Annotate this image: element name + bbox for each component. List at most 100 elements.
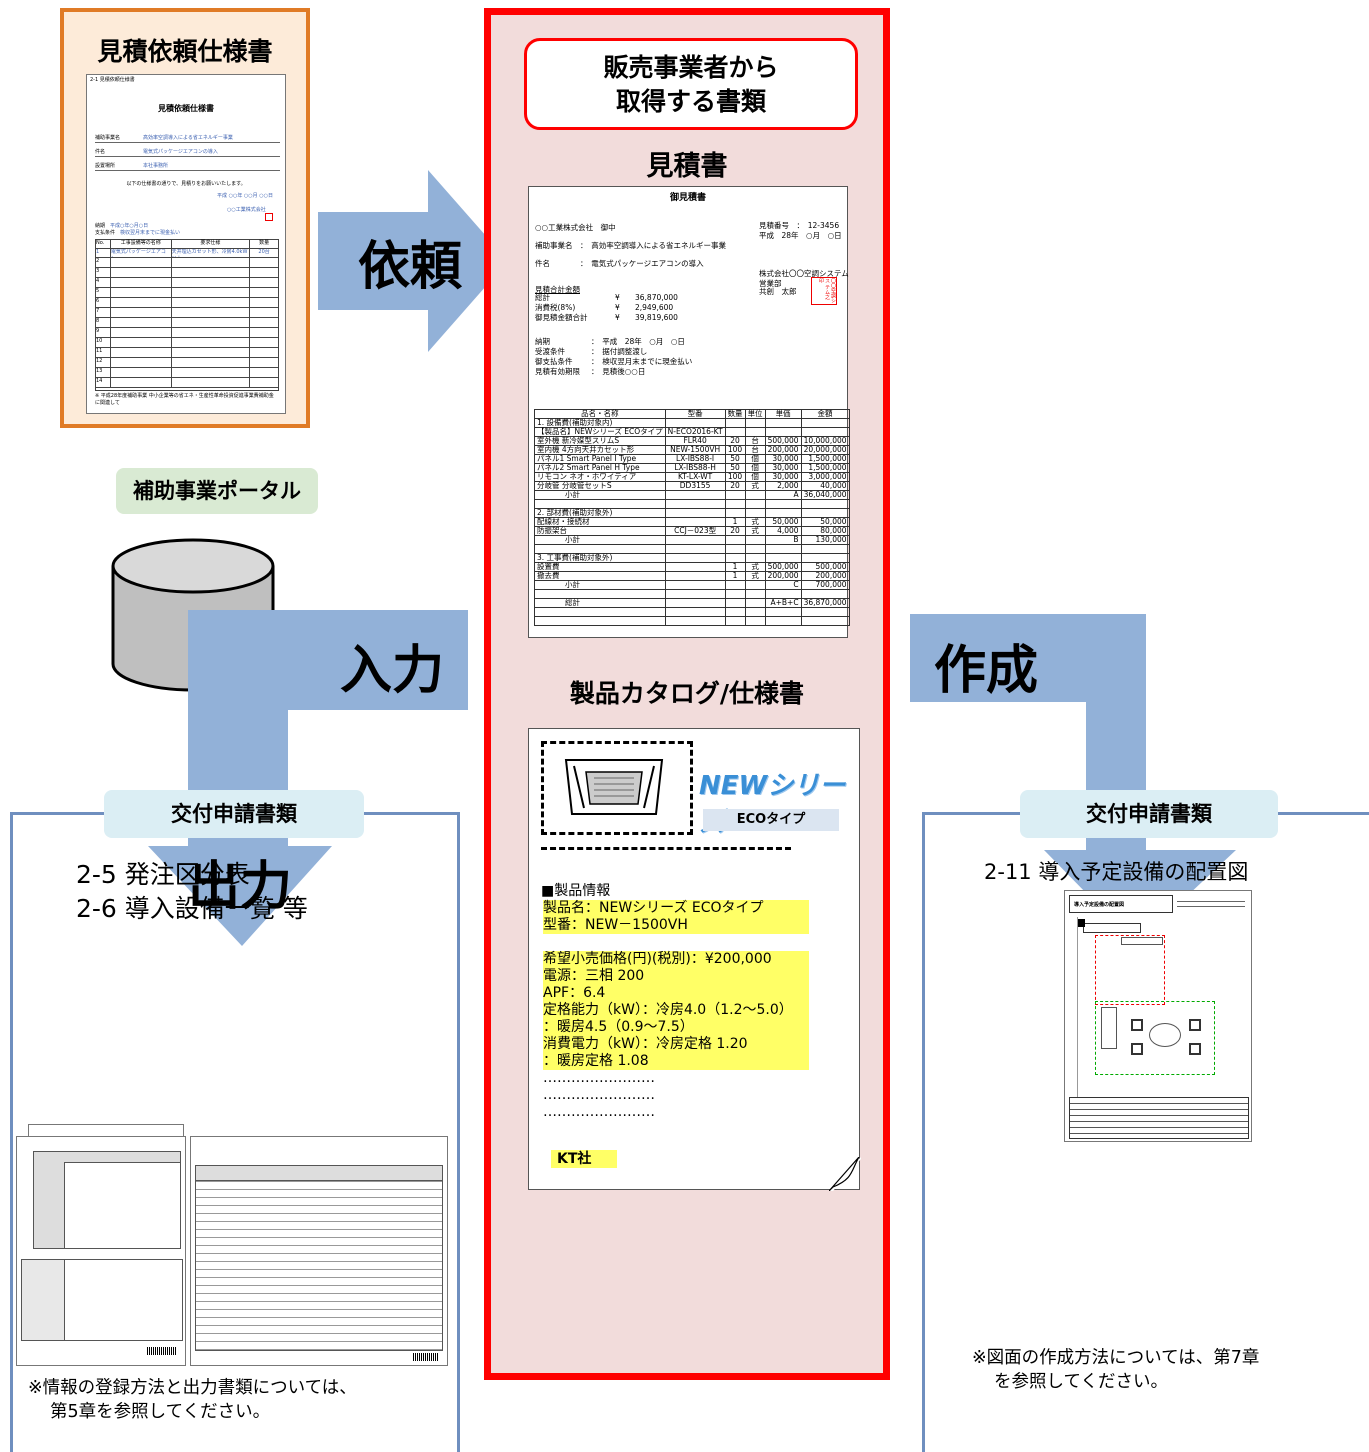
- spec-table-row: 13: [96, 368, 278, 378]
- air-conditioner-icon: [564, 759, 664, 815]
- estimate-subject: 件名 ： 電気式パッケージエアコンの導入: [535, 259, 704, 268]
- estimate-cell: [724, 589, 746, 599]
- estimate-cell: [800, 544, 850, 554]
- estimate-table-row: [534, 589, 850, 599]
- estimate-cell: 小計: [534, 490, 666, 500]
- spec-doc-request-line: 以下の仕様書の通りで、見積りをお願いいたします。: [126, 181, 246, 187]
- estimate-cell: [744, 589, 766, 599]
- estimate-cell: A+B+C: [764, 598, 802, 608]
- estimate-cell: [800, 616, 850, 626]
- right-note-line1: ※図面の作成方法については、第7章: [972, 1348, 1260, 1368]
- spec-table-row: 4: [96, 278, 278, 288]
- vendor-company: 株式会社〇〇空調システム: [759, 269, 849, 278]
- sales-title-line2: 取得する書類: [615, 87, 766, 116]
- product-info-line: 定格能力（kW）：冷房4.0（1.2～5.0）: [543, 1002, 809, 1019]
- total-heading: 見積合計金額: [535, 285, 580, 294]
- spec-doc-header: 見積依頼仕様書: [158, 104, 214, 113]
- estimate-cell: [664, 535, 726, 545]
- output-doc-equipment-list: [190, 1136, 448, 1366]
- left-item-2-5: 2-5 発注区分表: [76, 860, 250, 889]
- estimate-number: 見積番号 ： 12-3456: [759, 221, 840, 230]
- barcode-icon: [413, 1353, 439, 1361]
- request-arrow-icon: [318, 170, 508, 352]
- estimate-cell: [764, 418, 802, 428]
- estimate-cell: [764, 616, 802, 626]
- estimate-table-row: [534, 616, 850, 626]
- product-info-line: ：暖房定格 1.08: [543, 1053, 809, 1070]
- catalog-divider: [541, 847, 791, 850]
- estimate-cell: [744, 544, 766, 554]
- product-info-line: ：暖房4.5（0.9～7.5）: [543, 1019, 809, 1036]
- terms-block: 納期： 平成 28年 ○月 ○日 受渡条件： 据付調整渡し 御支払条件： 検収翌…: [535, 337, 693, 376]
- estimate-cell: [800, 418, 850, 428]
- spec-table-row: 14: [96, 378, 278, 388]
- catalog-label: 製品カタログ/仕様書: [569, 679, 805, 708]
- estimate-cell: [764, 544, 802, 554]
- estimate-cell: 総計: [534, 598, 666, 608]
- estimate-cell: DD3155: [664, 481, 726, 491]
- estimate-cell: [744, 418, 766, 428]
- spec-table-row: 11: [96, 348, 278, 358]
- estimate-cell: [724, 598, 746, 608]
- product-info-line: APF：6.4: [543, 985, 809, 1002]
- estimate-cell: [744, 607, 766, 617]
- totals-block: 総計¥36,870,000 消費税(8%)¥2,949,600 御見積金額合計¥…: [535, 293, 678, 322]
- estimate-cell: 20: [724, 481, 746, 491]
- estimate-cell: [664, 553, 726, 563]
- estimate-cell: [664, 562, 726, 572]
- estimate-cell: 撤去費: [534, 571, 666, 581]
- spec-table-row: 8: [96, 318, 278, 328]
- output-label: 出力: [188, 857, 293, 917]
- estimate-cell: [800, 499, 850, 509]
- estimate-cell: B: [764, 535, 802, 545]
- product-info-line: 製品名：NEWシリーズ ECOタイプ: [543, 900, 809, 917]
- estimate-cell: 小計: [534, 535, 666, 545]
- estimate-cell: [744, 598, 766, 608]
- estimate-cell: [724, 580, 746, 590]
- estimate-date: 平成 28年 ○月 ○日: [759, 231, 842, 240]
- maker-name: KT社: [551, 1150, 617, 1168]
- portal-label: 補助事業ポータル: [116, 468, 318, 514]
- estimate-cell: [664, 508, 726, 518]
- product-catalog-document: NEWシリーズ ECOタイプ ■製品情報 製品名：NEWシリーズ ECOタイプ型…: [528, 728, 861, 1191]
- right-note-line2: を参照してください。: [994, 1372, 1168, 1392]
- product-info-line: ……………………: [543, 1070, 655, 1086]
- vendor-person: 共創 太郎: [759, 287, 797, 296]
- estimate-cell: [664, 571, 726, 581]
- estimate-project: 補助事業名 ： 高効率空調導入による省エネルギー事業: [535, 241, 727, 250]
- estimate-cell: [664, 598, 726, 608]
- spec-table-row: 9: [96, 328, 278, 338]
- estimate-cell: [724, 607, 746, 617]
- estimate-table: 品名・名称 型番 数量 単位 単価 金額 1. 設備費(補助対象内)【製品名】N…: [534, 409, 850, 626]
- spec-table-row: 12: [96, 358, 278, 368]
- create-label: 作成: [934, 641, 1039, 701]
- barcode-icon: [147, 1347, 177, 1355]
- create-arrow-icon: [910, 614, 1236, 944]
- estimate-cell: [534, 616, 666, 626]
- estimate-cell: [724, 616, 746, 626]
- company-stamp: 〇〇空調シス テム之印: [811, 277, 837, 305]
- estimate-cell: [744, 499, 766, 509]
- estimate-table-row: 3. 工事費(補助対象外): [534, 553, 850, 563]
- estimate-cell: [724, 499, 746, 509]
- product-info-line: 消費電力（kW）：冷房定格 1.20: [543, 1036, 809, 1053]
- spec-table-row: 7: [96, 308, 278, 318]
- estimate-cell: [744, 535, 766, 545]
- input-label: 入力: [340, 641, 445, 701]
- left-panel-note: ※情報の登録方法と出力書類については、 第5章を参照してください。: [28, 1376, 357, 1424]
- product-info-line: 希望小売価格(円)(税別)：¥200,000: [543, 951, 809, 968]
- estimate-cell: 小計: [534, 580, 666, 590]
- estimate-cell: [664, 616, 726, 626]
- product-info-heading: ■製品情報: [541, 883, 611, 899]
- estimate-cell: C: [764, 580, 802, 590]
- spec-doc-date: 平成 ○○年 ○○月 ○○日: [217, 193, 273, 199]
- estimate-cell: 1: [724, 571, 746, 581]
- spec-doc-table: No. 工事設備等の名称 要求仕様 数量 1 電気式パッケージエアコン 天井埋込…: [95, 239, 279, 391]
- spec-document-panel: 見積依頼仕様書 2-1 見積依頼仕様書 見積依頼仕様書 補助事業名高効率空調導入…: [60, 8, 310, 428]
